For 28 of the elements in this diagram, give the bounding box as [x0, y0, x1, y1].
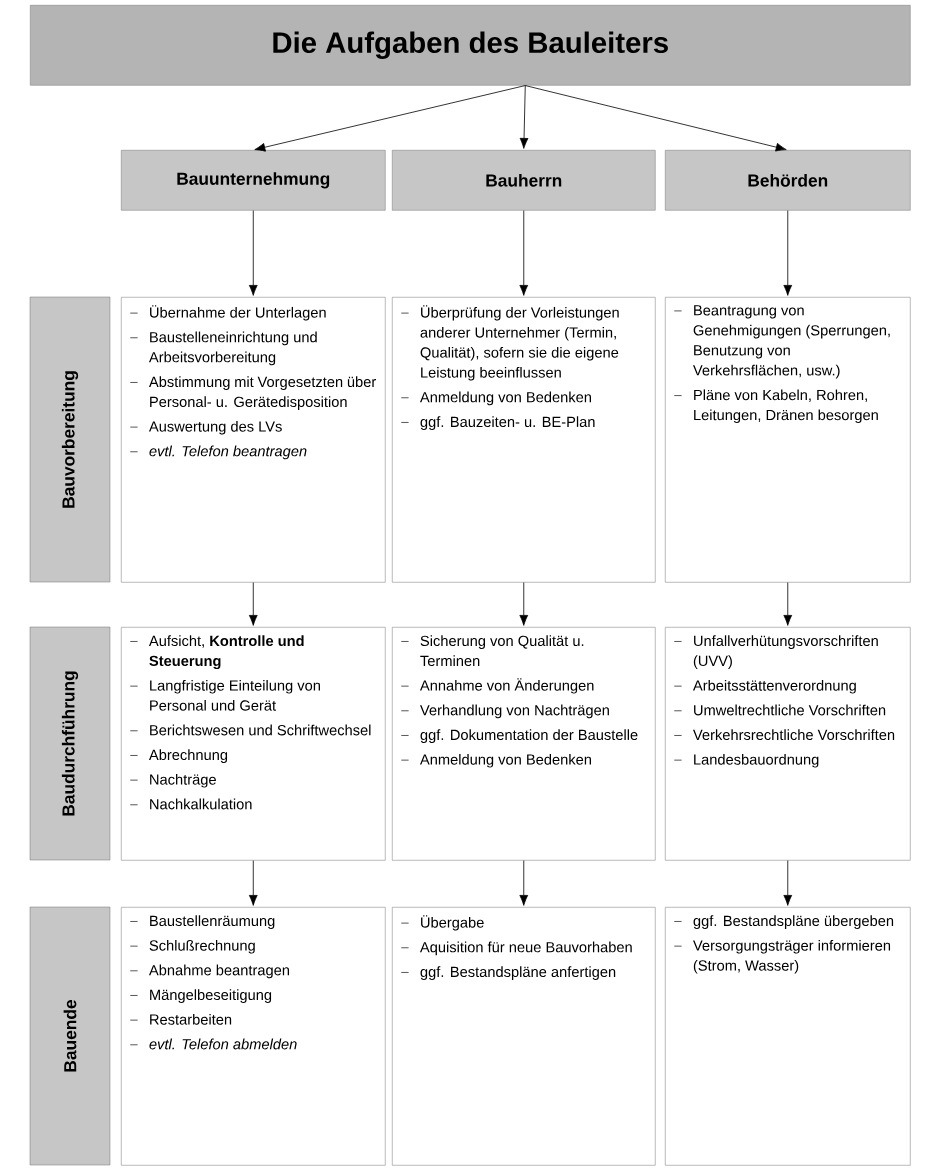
column-header: Behörden — [665, 150, 911, 211]
column-header: Bauherrn — [392, 150, 656, 211]
arrow — [248, 210, 258, 296]
arrow — [783, 860, 793, 906]
task-box: Baustellenräumung Schlußrechnung Abnahme beantragen Mängelbeseitigung Restarbeiten evtl. Telefon abmelden — [121, 907, 386, 1166]
arrow — [783, 210, 793, 296]
phase-band: Bauvorbereitung — [29, 296, 111, 583]
arrow — [254, 85, 526, 152]
task-box: Übergabe Aquisition für neue Bauvorhaben ggf. Bestandspläne anfertigen — [392, 907, 656, 1166]
arrow — [519, 210, 529, 296]
task-box: Überprüfung der Vorleistungen anderer Unternehmer (Termin, Qualität), sofern sie die eigene Leistung beeinflussen Anmeldung von Bedenken ggf. Bauzeiten- u. BE-Plan — [392, 297, 656, 583]
column-header: Bauunternehmung — [121, 150, 386, 211]
arrow — [248, 582, 258, 626]
phase-band: Baudurchführung — [29, 626, 111, 861]
task-box: Sicherung von Qualität u. Terminen Annahme von Änderungen Verhandlung von Nachträgen ggf. Dokumentation der Baustelle Anmeldung von Bedenken — [392, 627, 656, 861]
arrow — [248, 860, 258, 906]
arrow — [783, 582, 793, 626]
task-box: Übernahme der Unterlagen Baustelleneinrichtung und Arbeitsvorbereitung Abstimmung mit Vorgesetzten über Personal- u. Gerätedisposition Auswertung des LVs evtl. Telefon beantragen — [121, 297, 386, 583]
task-box: Unfallverhütungsvorschriften (UVV) Arbeitsstättenverordnung Umweltrechtliche Vorschriften Verkehrsrechtliche Vorschriften Landesbauordnung — [665, 627, 911, 861]
task-box: Aufsicht, Kontrolle und Steuerung Langfristige Einteilung von Personal und Gerät Berichtswesen und Schriftwechsel Abrechnung Nachträge Nachkalkulation — [121, 627, 386, 861]
task-box: ggf. Bestandspläne übergeben Versorgungsträger informieren (Strom, Wasser) — [665, 907, 911, 1166]
title-box: Die Aufgaben des Bauleiters — [30, 5, 911, 86]
arrow — [524, 85, 787, 152]
phase-band: Bauende — [29, 906, 111, 1166]
arrow — [519, 860, 529, 906]
arrow — [519, 582, 529, 626]
task-box: Beantragung von Genehmigungen (Sperrungen, Benutzung von Verkehrsflächen, usw.) Pläne von Kabeln, Rohren, Leitungen, Dränen besorgen — [665, 297, 911, 583]
arrow — [519, 85, 529, 149]
